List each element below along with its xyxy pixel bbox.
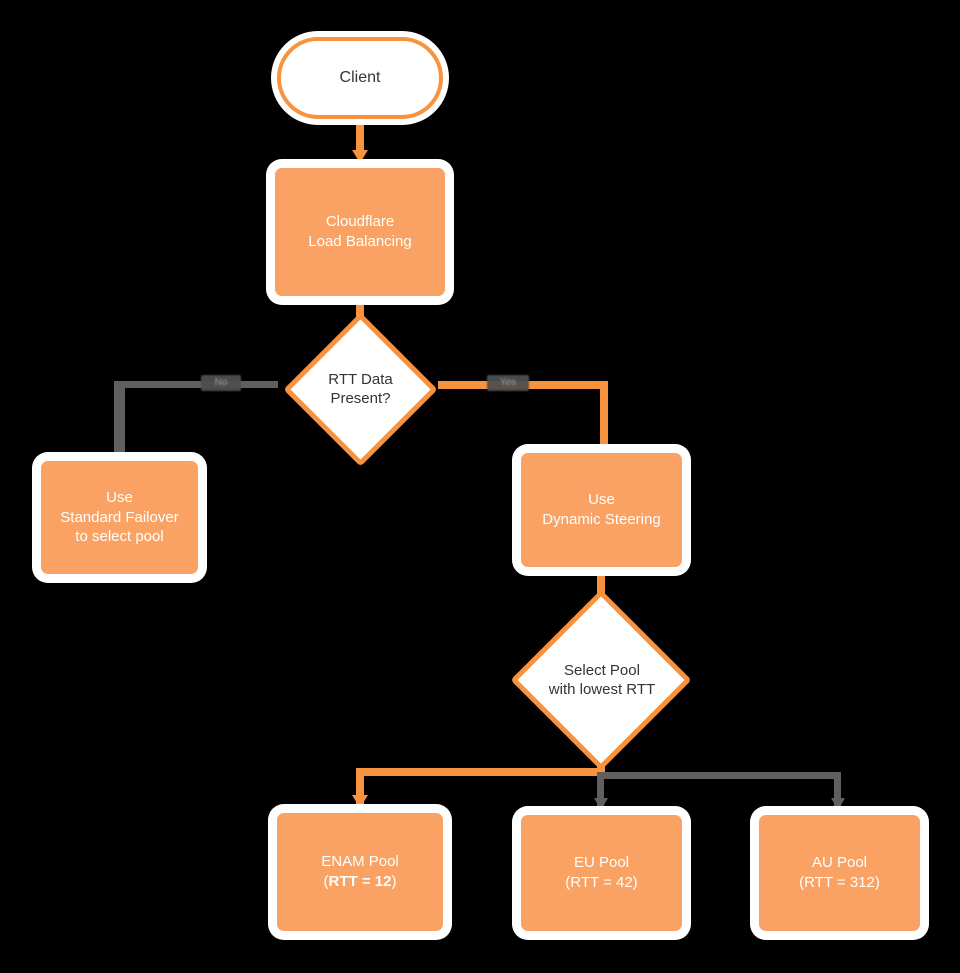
node-enam-pool[interactable]: ENAM Pool (RTT = 12) bbox=[277, 813, 443, 931]
node-enam-pool-paren-close: ) bbox=[391, 873, 397, 890]
edge-selectpool-to-eu-arrowhead bbox=[594, 798, 608, 810]
edge-label-yes: Yes bbox=[487, 375, 529, 391]
node-rtt-data-present-line2: Present? bbox=[330, 390, 391, 407]
edge-selectpool-to-enam-horizontal bbox=[356, 768, 604, 776]
node-select-pool-lowest-rtt[interactable]: Select Pool with lowest RTT bbox=[508, 589, 696, 771]
edge-selectpool-to-au-arrowhead bbox=[831, 798, 845, 810]
node-dynamic-steering-line2: Dynamic Steering bbox=[542, 511, 661, 528]
node-enam-pool-rtt-value: RTT = 12 bbox=[328, 873, 392, 890]
edge-selectpool-to-au-horizontal bbox=[600, 772, 840, 779]
edge-rttcheck-to-failover-horizontal bbox=[118, 381, 278, 388]
edge-client-to-lb-arrowhead bbox=[352, 150, 368, 163]
edge-label-no: No bbox=[201, 375, 241, 391]
node-enam-pool-paren-open: ( bbox=[323, 873, 329, 890]
node-dynamic-steering-line1: Use bbox=[588, 491, 615, 509]
node-standard-failover-line3: to select pool bbox=[75, 528, 164, 546]
edge-selectpool-to-enam-arrowhead bbox=[352, 795, 368, 808]
node-eu-pool[interactable]: EU Pool (RTT = 42) bbox=[521, 815, 682, 931]
node-rtt-data-present[interactable]: RTT Data Present? bbox=[283, 312, 438, 467]
node-client[interactable]: Client bbox=[277, 37, 443, 119]
edge-selectpool-to-au-vertical bbox=[834, 772, 841, 810]
node-select-pool-lowest-rtt-line2: with lowest RTT bbox=[548, 681, 656, 698]
node-eu-pool-line1: EU Pool bbox=[573, 854, 630, 872]
edge-client-to-lb bbox=[356, 118, 364, 156]
node-au-pool-line2: (RTT = 312) bbox=[799, 874, 880, 891]
node-au-pool-line1: AU Pool bbox=[811, 854, 868, 872]
node-dynamic-steering[interactable]: Use Dynamic Steering bbox=[521, 453, 682, 567]
node-cloudflare-load-balancing-line2: Load Balancing bbox=[308, 233, 412, 250]
node-au-pool[interactable]: AU Pool (RTT = 312) bbox=[759, 815, 920, 931]
node-enam-pool-line2: (RTT = 12) bbox=[283, 872, 437, 892]
edge-rttcheck-to-failover-vertical bbox=[114, 381, 125, 464]
node-cloudflare-load-balancing[interactable]: Cloudflare Load Balancing bbox=[275, 168, 445, 296]
node-select-pool-lowest-rtt-line1: Select Pool bbox=[564, 661, 640, 679]
edge-selectpool-to-eu-vertical bbox=[597, 772, 604, 810]
node-eu-pool-line2: (RTT = 42) bbox=[565, 874, 638, 891]
node-client-label: Client bbox=[339, 69, 381, 87]
node-enam-pool-line1: ENAM Pool bbox=[321, 853, 399, 871]
node-standard-failover[interactable]: Use Standard Failover to select pool bbox=[41, 461, 198, 574]
edge-selectpool-to-enam-vertical bbox=[356, 768, 364, 804]
node-cloudflare-load-balancing-line1: Cloudflare bbox=[325, 213, 395, 231]
node-standard-failover-line2: Standard Failover bbox=[60, 508, 179, 526]
edge-rttcheck-to-steering-vertical bbox=[600, 381, 608, 463]
node-standard-failover-line1: Use bbox=[106, 488, 133, 506]
node-rtt-data-present-line1: RTT Data bbox=[328, 370, 393, 388]
